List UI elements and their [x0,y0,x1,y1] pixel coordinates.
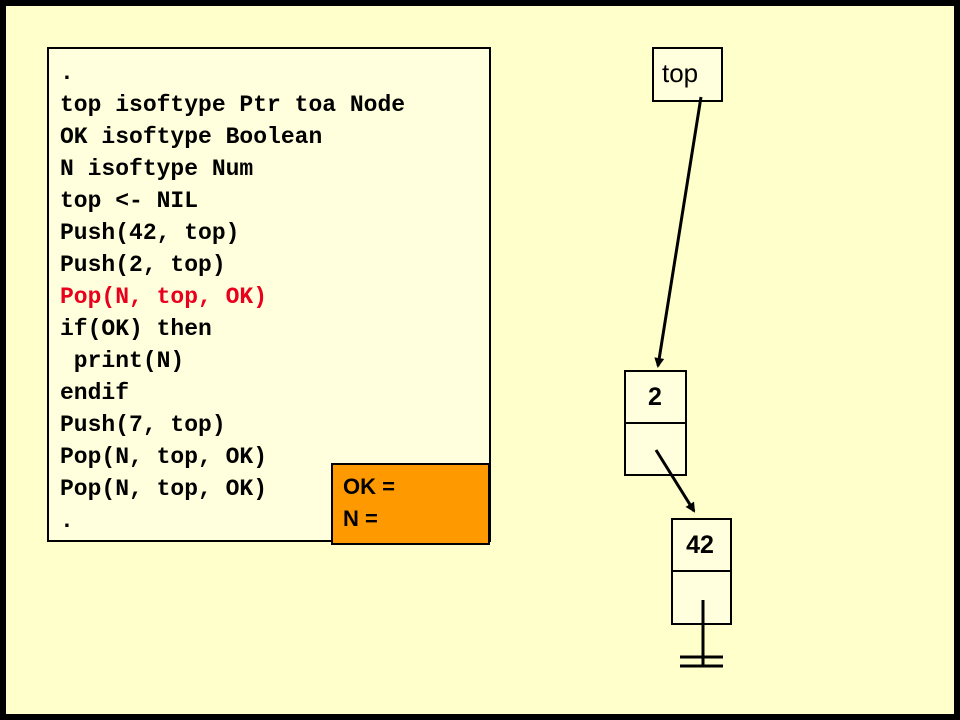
ok-value-label: OK = [343,474,395,499]
node-42-value: 42 [686,531,714,559]
list-node-2: 2 [624,370,687,476]
code-line-6: Push(42, top) [60,220,240,246]
code-line-13: Pop(N, top, OK) [60,444,268,470]
code-line-15: . [60,508,74,534]
code-line-1: . [60,60,74,86]
n-value-label: N = [343,506,378,531]
top-pointer-label: top [662,58,698,88]
node-2-value: 2 [648,383,662,411]
top-to-node-arrow [654,96,703,368]
code-line-2: top isoftype Ptr toa Node [60,92,406,118]
status-panel: OK = N = [331,463,490,545]
top-pointer-box: top [652,47,723,102]
code-line-9: if(OK) then [60,316,212,342]
code-line-7: Push(2, top) [60,252,226,278]
code-line-12: Push(7, top) [60,412,226,438]
code-line-current: Pop(N, top, OK) [60,284,268,310]
code-line-10: print(N) [60,348,185,374]
code-panel: . top isoftype Ptr toa Node OK isoftype … [47,47,491,542]
code-line-3: OK isoftype Boolean [60,124,323,150]
code-line-5: top <- NIL [60,188,199,214]
code-line-11: endif [60,380,130,406]
code-line-14: Pop(N, top, OK) [60,476,268,502]
node-next-arrow [654,449,696,513]
nil-ground-icon [680,600,723,668]
code-line-4: N isoftype Num [60,156,254,182]
